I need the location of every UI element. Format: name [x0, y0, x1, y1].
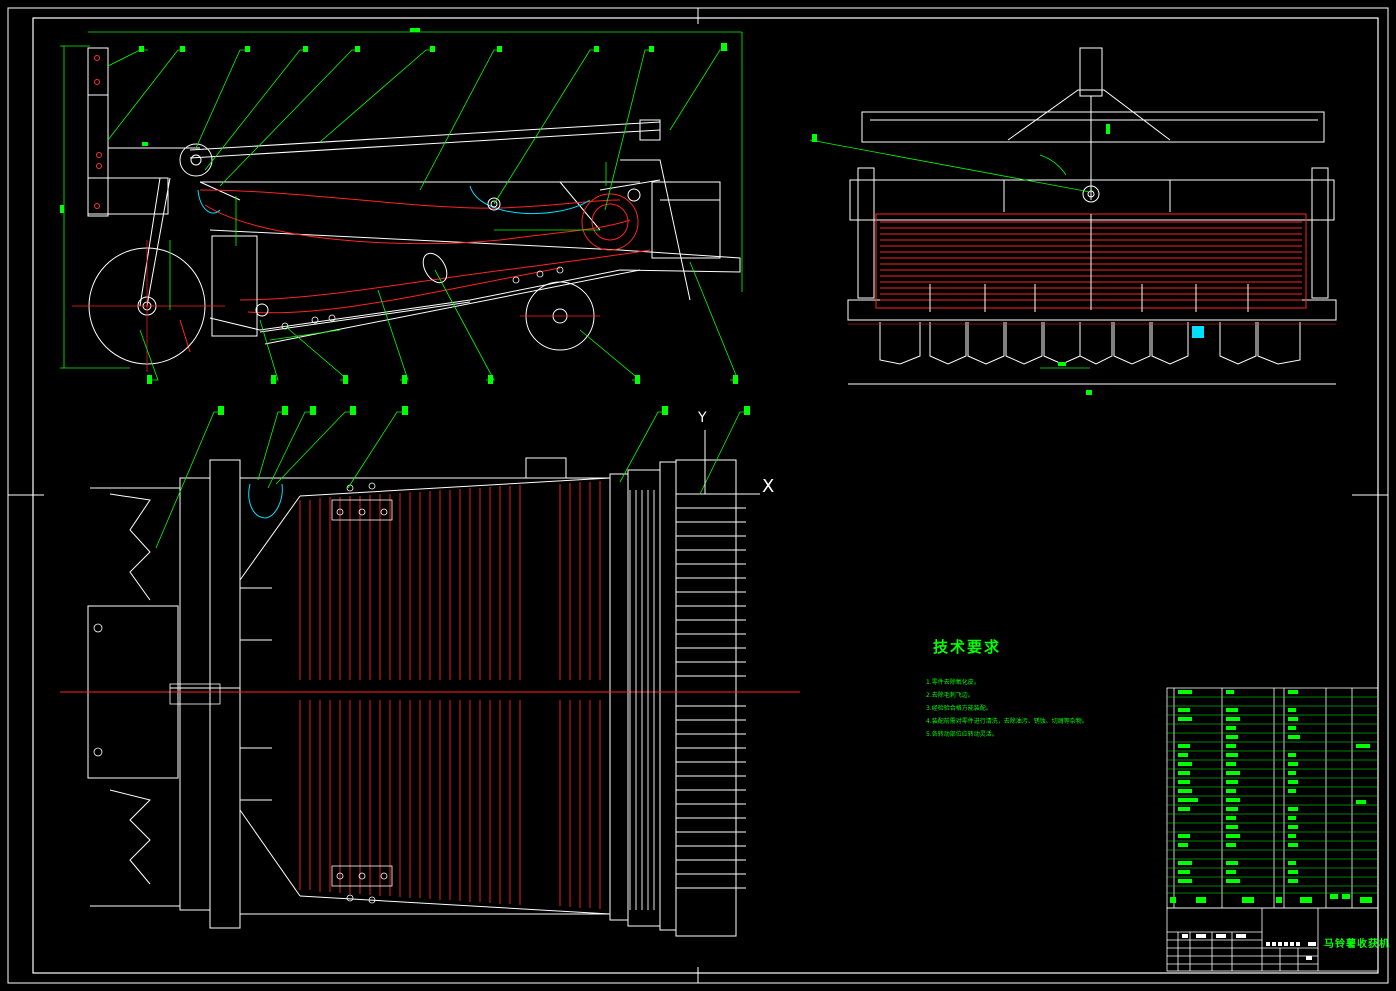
technical-requirements-title: 技术要求	[933, 638, 1002, 656]
technical-requirement-2: 2.去除毛刺飞边。	[926, 692, 974, 699]
inner-frame	[32, 17, 1379, 974]
technical-requirement-5: 5.各转动部位应转动灵活。	[926, 731, 998, 738]
technical-requirements-list: 1.零件去除氧化皮。 2.去除毛刺飞边。 3.经检验合格方能装配。 4.装配前需…	[926, 676, 1088, 741]
parts-list-table	[1166, 687, 1379, 909]
technical-requirement-1: 1.零件去除氧化皮。	[926, 679, 980, 686]
parts-list-rows	[1167, 696, 1378, 894]
ucs-x-label: X	[762, 476, 775, 497]
parts-list-entries	[1170, 690, 1372, 903]
title-block-drawing-name: 马铃薯收获机	[1324, 939, 1390, 950]
side-view	[60, 28, 743, 384]
front-view	[809, 47, 1337, 395]
title-block	[1166, 907, 1379, 972]
top-view	[60, 406, 800, 937]
frame-center-marks	[8, 8, 1388, 983]
technical-requirement-4: 4.装配前需对零件进行清洗，去除油污、锈蚀、切屑等杂物。	[926, 718, 1088, 725]
ucs-y-label: Y	[698, 410, 707, 426]
technical-requirement-3: 3.经检验合格方能装配。	[926, 705, 992, 712]
